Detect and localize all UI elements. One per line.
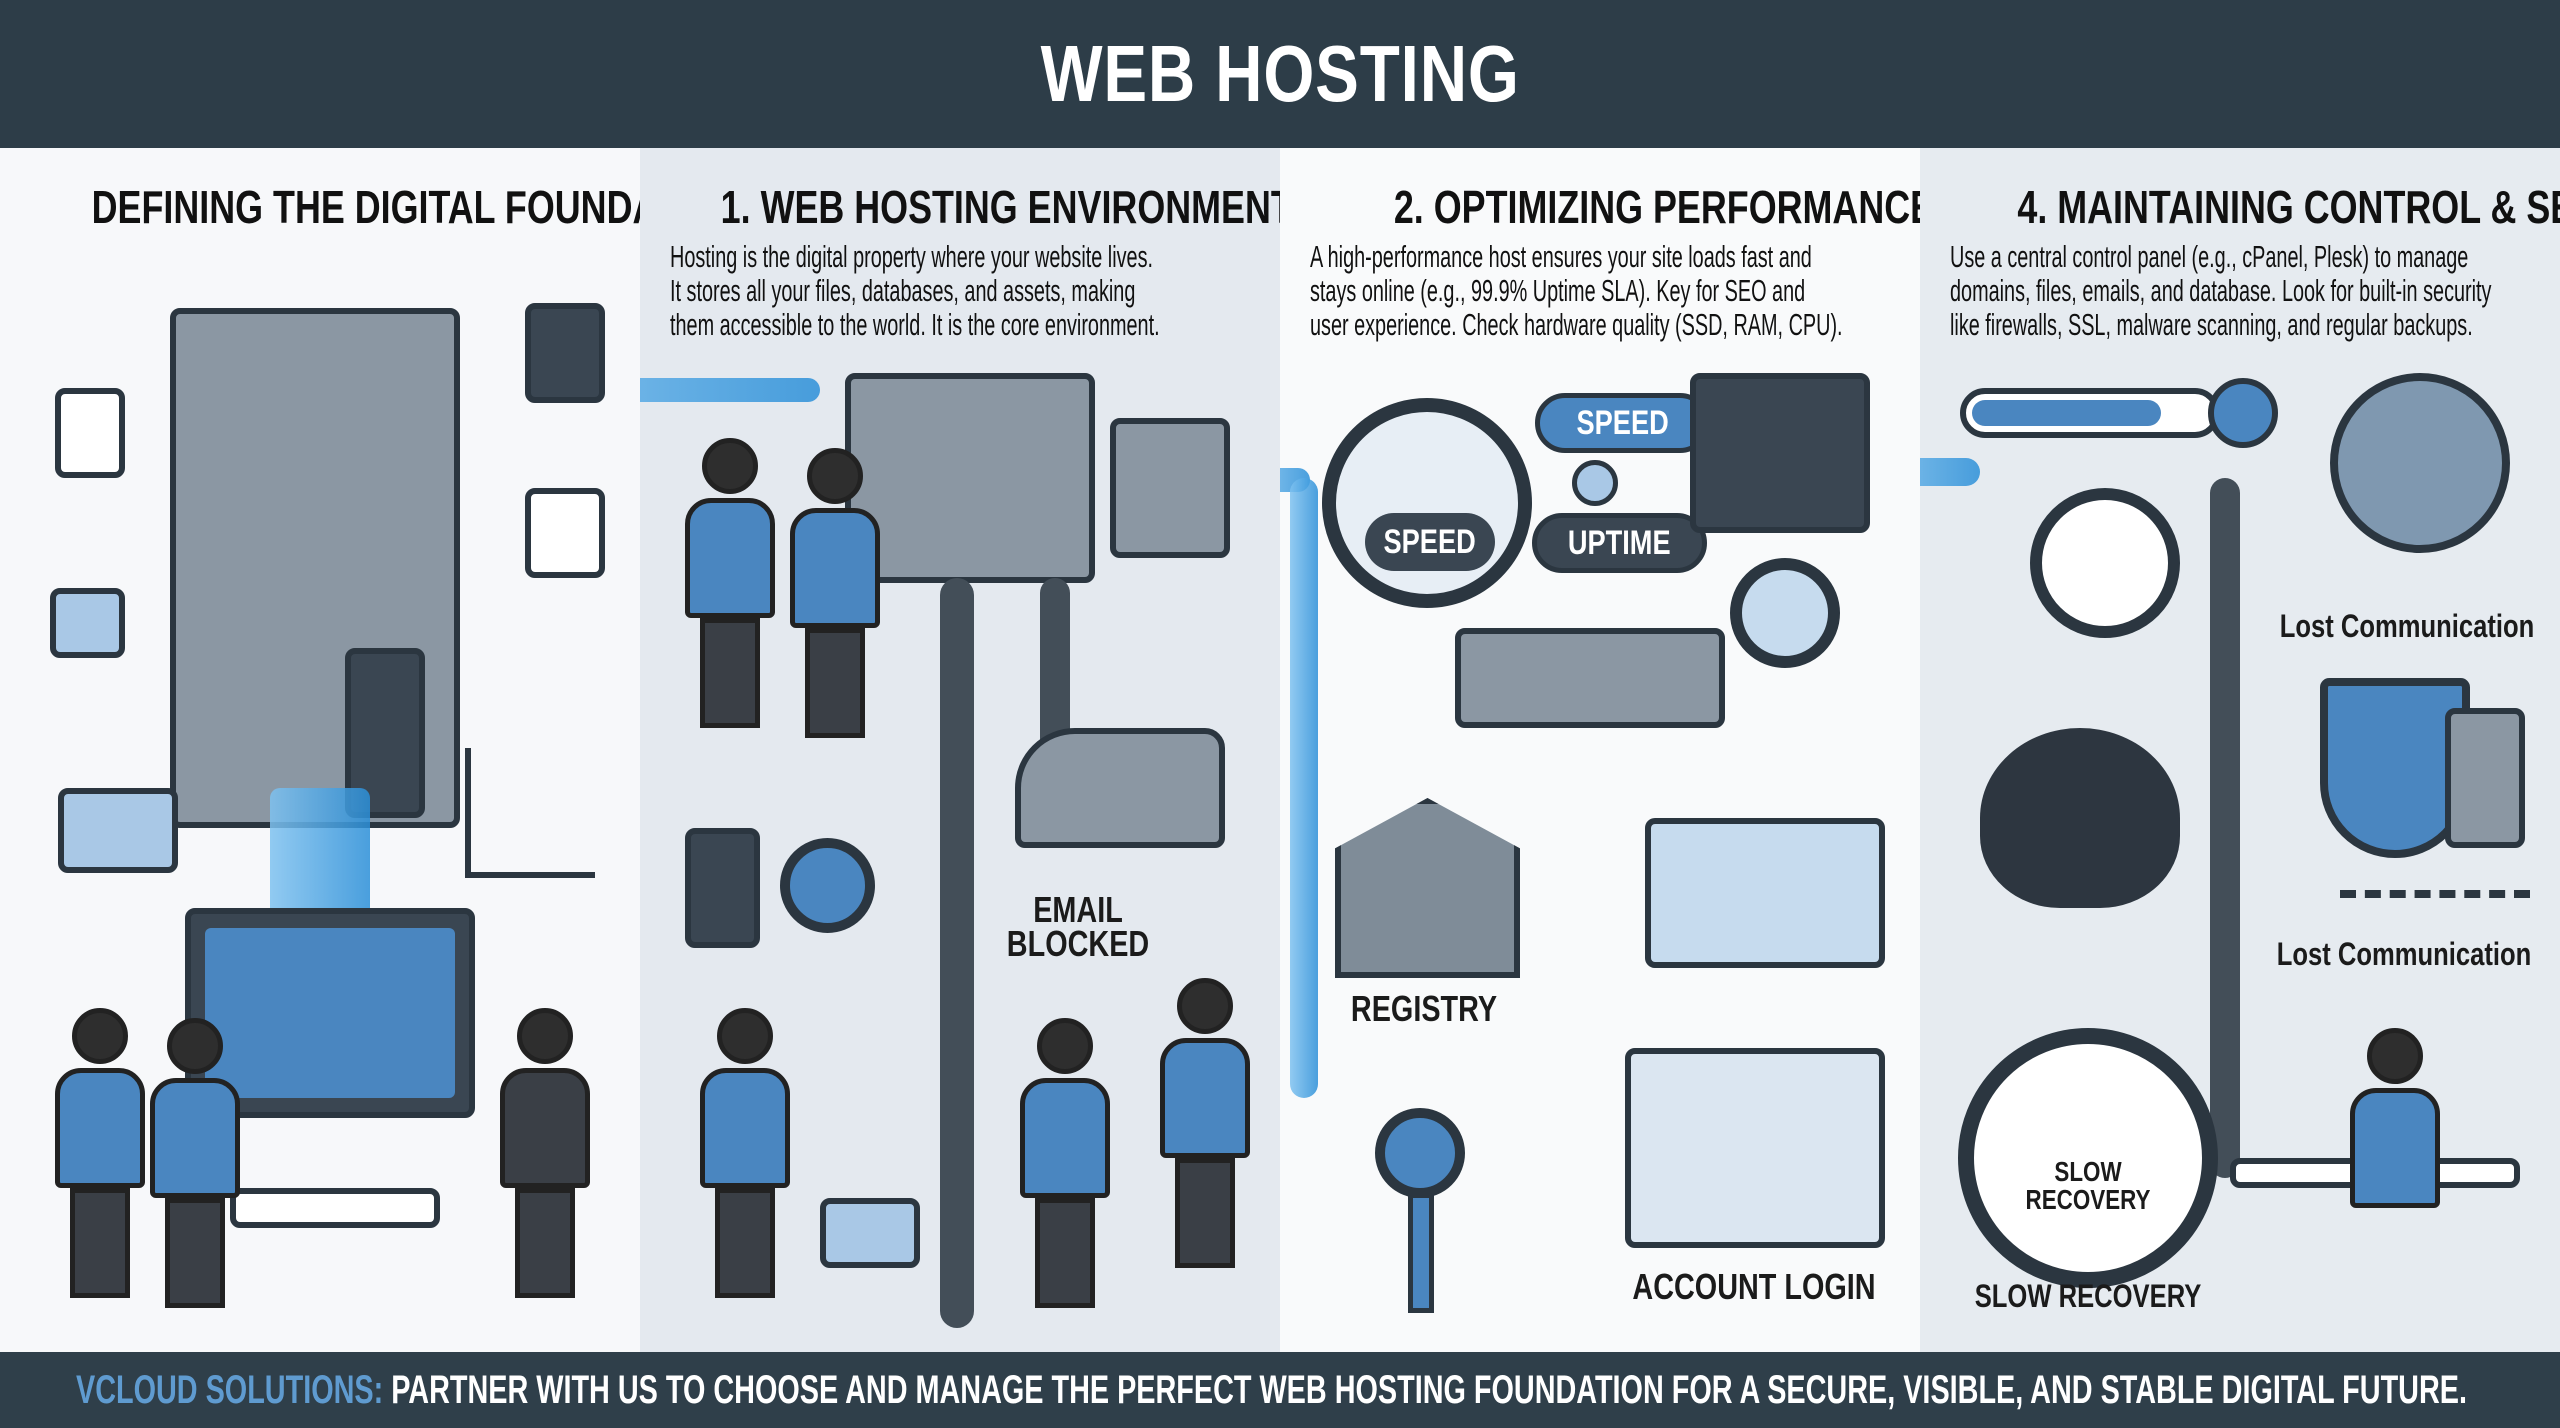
blocked-icon bbox=[780, 838, 875, 933]
panel-description: Hosting is the digital property where yo… bbox=[670, 239, 1160, 342]
panel-description: Use a central control panel (e.g., cPane… bbox=[1950, 239, 2492, 342]
person-illustration bbox=[685, 438, 775, 728]
gauge-speed-label: SPEED bbox=[1365, 513, 1495, 571]
network-pipe bbox=[940, 578, 974, 1328]
server-tower-icon bbox=[170, 308, 460, 828]
panel-title: 1. WEB HOSTING ENVIRONMENT bbox=[720, 181, 1280, 233]
spreadsheet-icon bbox=[525, 488, 605, 578]
check-circle-icon bbox=[1572, 460, 1618, 506]
stressed-person-illustration bbox=[2350, 1028, 2440, 1208]
email-envelope-icon bbox=[58, 788, 178, 873]
user-profile-lock-window bbox=[1645, 818, 1885, 968]
code-file-icon bbox=[525, 303, 605, 403]
shuffle-routing-icon bbox=[1690, 373, 1870, 533]
speed-badge: SPEED bbox=[1535, 393, 1710, 453]
person-illustration bbox=[1020, 1018, 1110, 1308]
server-rack-icon bbox=[1110, 418, 1230, 558]
keyboard-icon bbox=[230, 1188, 440, 1228]
progress-bar bbox=[1960, 388, 2220, 438]
person-illustration bbox=[150, 1018, 240, 1308]
account-login-window bbox=[1625, 1048, 1885, 1248]
person-illustration bbox=[1160, 978, 1250, 1268]
key-icon bbox=[1375, 1108, 1465, 1198]
panel-hosting-environment: 1. WEB HOSTING ENVIRONMENT Hosting is th… bbox=[640, 148, 1280, 1352]
lost-communication-label: Lost Communication bbox=[2276, 936, 2532, 972]
person-illustration bbox=[500, 1008, 590, 1298]
email-blocked-label: EMAIL BLOCKED bbox=[1006, 889, 1150, 964]
person-illustration bbox=[55, 1008, 145, 1298]
person-illustration bbox=[790, 448, 880, 738]
clock-slow-recovery-label: SLOW RECOVERY bbox=[2025, 1156, 2151, 1215]
desktop-monitor-icon bbox=[185, 908, 475, 1118]
footer-message: PARTNER WITH US TO CHOOSE AND MANAGE THE… bbox=[391, 1367, 2467, 1412]
mailbox-icon bbox=[1015, 728, 1225, 848]
panel-control-security: 4. MAINTAINING CONTROL & SECURITY Use a … bbox=[1920, 148, 2560, 1352]
growth-chart-icon bbox=[465, 748, 595, 878]
magnifier-icon bbox=[1730, 558, 1840, 668]
uptime-badge: UPTIME bbox=[1532, 513, 1707, 573]
key-shaft bbox=[1408, 1193, 1434, 1313]
panel-title: DEFINING THE DIGITAL FOUNDATION bbox=[91, 181, 640, 233]
header-banner: WEB HOSTING bbox=[0, 0, 2560, 148]
registry-label: REGISTRY bbox=[1350, 988, 1498, 1029]
network-pipe bbox=[2210, 478, 2240, 1178]
globe-icon bbox=[2330, 373, 2510, 553]
document-icon bbox=[55, 388, 125, 478]
person-illustration bbox=[700, 1008, 790, 1298]
check-circle-icon bbox=[2208, 378, 2278, 448]
page-title: WEB HOSTING bbox=[1040, 29, 1520, 118]
image-icon bbox=[50, 588, 125, 658]
data-flow-path bbox=[1290, 478, 1318, 1098]
panel-digital-foundation: DEFINING THE DIGITAL FOUNDATION bbox=[0, 148, 640, 1352]
footer-brand: VCLOUD SOLUTIONS: bbox=[76, 1367, 384, 1412]
panel-description: A high-performance host ensures your sit… bbox=[1310, 239, 1843, 342]
data-flow-path bbox=[1920, 458, 1980, 486]
lost-communication-label: Lost Communication bbox=[2279, 608, 2535, 644]
panel-performance-reliability: 2. OPTIMIZING PERFORMANCE & RELIABILITY … bbox=[1280, 148, 1920, 1352]
account-login-label: ACCOUNT LOGIN bbox=[1632, 1266, 1876, 1307]
slow-recovery-label: SLOW RECOVERY bbox=[1974, 1278, 2202, 1314]
footer-banner: VCLOUD SOLUTIONS: PARTNER WITH US TO CHO… bbox=[0, 1352, 2560, 1428]
panel-title: 4. MAINTAINING CONTROL & SECURITY bbox=[2017, 181, 2560, 233]
stopwatch-icon bbox=[2030, 488, 2180, 638]
data-flow-arrow bbox=[640, 378, 820, 402]
email-envelope-icon bbox=[820, 1198, 920, 1268]
speed-gauge-icon bbox=[1322, 398, 1532, 608]
network-switch-icon bbox=[1455, 628, 1725, 728]
server-rack-icon bbox=[2445, 708, 2525, 848]
server-rack-icon bbox=[685, 828, 760, 948]
server-rack-icon bbox=[845, 373, 1095, 583]
money-bag-icon bbox=[1980, 728, 2180, 908]
panel-title: 2. OPTIMIZING PERFORMANCE & RELIABILITY bbox=[1393, 181, 1920, 233]
registry-building-icon bbox=[1335, 798, 1520, 978]
broken-cable-icon bbox=[2340, 868, 2530, 898]
